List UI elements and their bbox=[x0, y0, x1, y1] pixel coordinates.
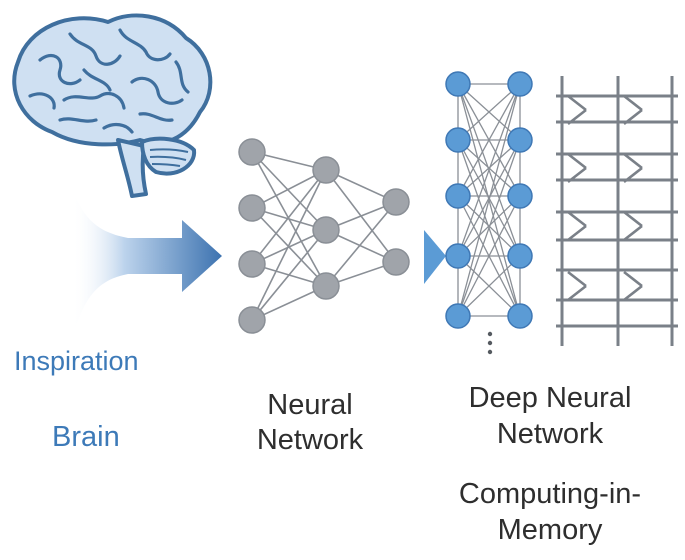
dnn-edge bbox=[457, 139, 521, 197]
nn-node bbox=[312, 156, 340, 184]
nn-edge bbox=[251, 169, 327, 321]
brain-icon bbox=[12, 13, 213, 198]
crossbar-cell bbox=[567, 224, 587, 242]
neural-network-label-line2: Network bbox=[256, 424, 364, 456]
dnn-edge bbox=[457, 83, 521, 317]
crossbar-cell bbox=[623, 224, 643, 242]
nn-edge bbox=[251, 151, 327, 231]
memory-crossbar-icon bbox=[556, 76, 678, 346]
ellipsis-dot bbox=[487, 331, 493, 337]
dnn-node bbox=[507, 183, 533, 209]
crossbar-cell bbox=[623, 270, 643, 288]
nn-edge bbox=[251, 169, 327, 209]
nn-node bbox=[312, 272, 340, 300]
small-arrow-icon bbox=[424, 230, 446, 284]
neural-network-icon bbox=[238, 138, 410, 334]
ellipsis-dot bbox=[487, 349, 493, 355]
computing-in-memory-label-line1: Computing-in- bbox=[458, 478, 642, 510]
crossbar-cell bbox=[623, 94, 643, 112]
crossbar-cell bbox=[623, 108, 643, 126]
crossbar-cell bbox=[567, 108, 587, 126]
dnn-edge bbox=[457, 195, 521, 257]
crossbar-cell bbox=[623, 152, 643, 170]
crossbar-cell bbox=[567, 284, 587, 302]
nn-node bbox=[382, 248, 410, 276]
dnn-edge bbox=[457, 255, 521, 317]
dnn-node bbox=[507, 127, 533, 153]
nn-node bbox=[238, 306, 266, 334]
nn-edge bbox=[251, 169, 327, 265]
dnn-node bbox=[445, 243, 471, 269]
crossbar-cell bbox=[623, 210, 643, 228]
deep-neural-network-label-line2: Network bbox=[496, 418, 604, 450]
nn-node bbox=[312, 216, 340, 244]
crossbar-cell bbox=[623, 284, 643, 302]
nn-edge bbox=[251, 229, 327, 321]
inspiration-label: Inspiration bbox=[14, 346, 139, 376]
nn-node bbox=[238, 250, 266, 278]
neural-network-label-line1: Neural bbox=[267, 389, 353, 421]
crossbar-cell bbox=[623, 166, 643, 184]
dnn-node bbox=[507, 303, 533, 329]
dnn-edge bbox=[457, 83, 521, 197]
deep-neural-network-label-line1: Deep Neural bbox=[468, 382, 632, 414]
nn-node bbox=[382, 188, 410, 216]
dnn-edge bbox=[457, 83, 521, 141]
crossbar-cell bbox=[567, 270, 587, 288]
dnn-node bbox=[445, 303, 471, 329]
dnn-node bbox=[507, 71, 533, 97]
dnn-node bbox=[445, 127, 471, 153]
dnn-node bbox=[445, 183, 471, 209]
dnn-node bbox=[445, 71, 471, 97]
crossbar-cell bbox=[567, 94, 587, 112]
nn-edge bbox=[325, 201, 397, 287]
deep-neural-network-icon bbox=[445, 71, 533, 355]
crossbar-cell bbox=[567, 210, 587, 228]
computing-in-memory-label-line2: Memory bbox=[497, 514, 603, 546]
dnn-edge bbox=[457, 139, 521, 317]
crossbar-cell bbox=[567, 166, 587, 184]
crossbar-cell bbox=[567, 152, 587, 170]
dnn-node bbox=[507, 243, 533, 269]
dnn-edge bbox=[457, 195, 521, 317]
dnn-edge bbox=[457, 83, 521, 257]
brain-label: Brain bbox=[52, 421, 120, 453]
nn-node bbox=[238, 194, 266, 222]
flow-arrow-icon bbox=[72, 188, 222, 340]
ellipsis-dot bbox=[487, 340, 493, 346]
nn-node bbox=[238, 138, 266, 166]
